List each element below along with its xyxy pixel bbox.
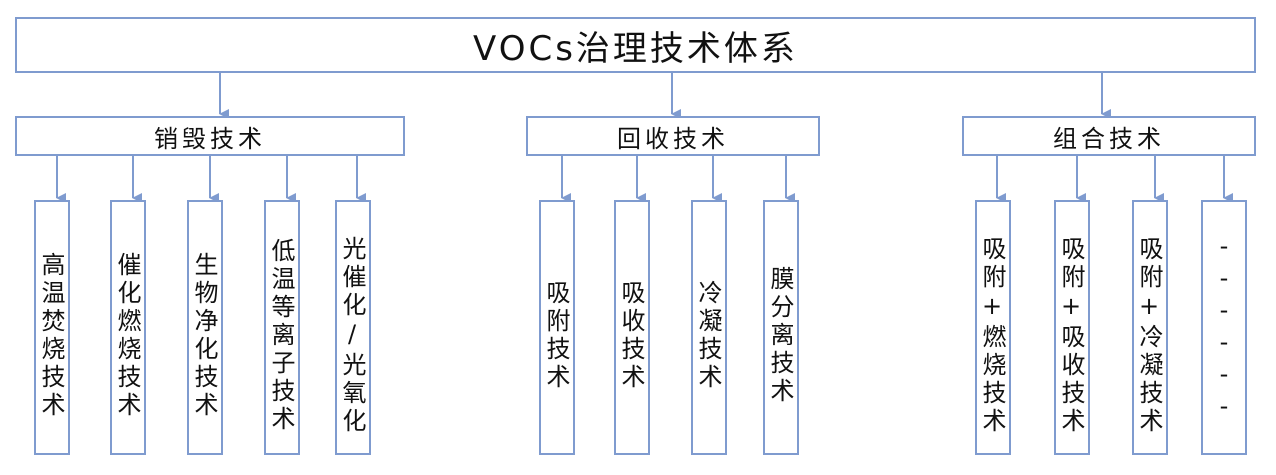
leaf-label: 催化燃烧技术 bbox=[113, 251, 141, 420]
leaf-biological-purification: 生物净化技术 bbox=[187, 200, 223, 455]
category-destruction: 销毁技术 bbox=[15, 116, 405, 156]
leaf-photocatalysis: 光催化/光氧化 bbox=[335, 200, 371, 455]
leaf-label: 吸收技术 bbox=[617, 279, 645, 392]
leaf-label: 吸附+吸收技术 bbox=[1057, 235, 1085, 436]
leaf-label: 生物净化技术 bbox=[190, 251, 218, 420]
leaf-label: 光催化/光氧化 bbox=[338, 235, 366, 436]
leaf-label: 膜分离技术 bbox=[766, 265, 794, 406]
leaf-label: 低温等离子技术 bbox=[267, 237, 295, 434]
leaf-label: 高温焚烧技术 bbox=[37, 251, 65, 420]
category-label: 销毁技术 bbox=[154, 124, 266, 153]
leaf-adsorption: 吸附技术 bbox=[539, 200, 575, 455]
category-label: 回收技术 bbox=[617, 124, 729, 153]
leaf-membrane-separation: 膜分离技术 bbox=[763, 200, 799, 455]
leaf-etc-placeholder: ------ bbox=[1201, 200, 1247, 455]
leaf-label: 吸附+燃烧技术 bbox=[978, 235, 1006, 436]
leaf-label: 吸附技术 bbox=[542, 279, 570, 392]
leaf-label: ------ bbox=[1210, 231, 1238, 424]
leaf-high-temp-incineration: 高温焚烧技术 bbox=[34, 200, 70, 455]
leaf-label: 冷凝技术 bbox=[694, 279, 722, 392]
leaf-adsorption-condensation: 吸附+冷凝技术 bbox=[1132, 200, 1168, 455]
leaf-absorption: 吸收技术 bbox=[614, 200, 650, 455]
leaf-adsorption-absorption: 吸附+吸收技术 bbox=[1054, 200, 1090, 455]
leaf-condensation: 冷凝技术 bbox=[691, 200, 727, 455]
leaf-catalytic-combustion: 催化燃烧技术 bbox=[110, 200, 146, 455]
leaf-adsorption-combustion: 吸附+燃烧技术 bbox=[975, 200, 1011, 455]
category-combination: 组合技术 bbox=[962, 116, 1256, 156]
leaf-label: 吸附+冷凝技术 bbox=[1135, 235, 1163, 436]
category-recovery: 回收技术 bbox=[526, 116, 820, 156]
category-label: 组合技术 bbox=[1053, 124, 1165, 153]
root-node: VOCs治理技术体系 bbox=[15, 17, 1256, 73]
leaf-low-temp-plasma: 低温等离子技术 bbox=[264, 200, 300, 455]
root-label: VOCs治理技术体系 bbox=[473, 28, 798, 69]
